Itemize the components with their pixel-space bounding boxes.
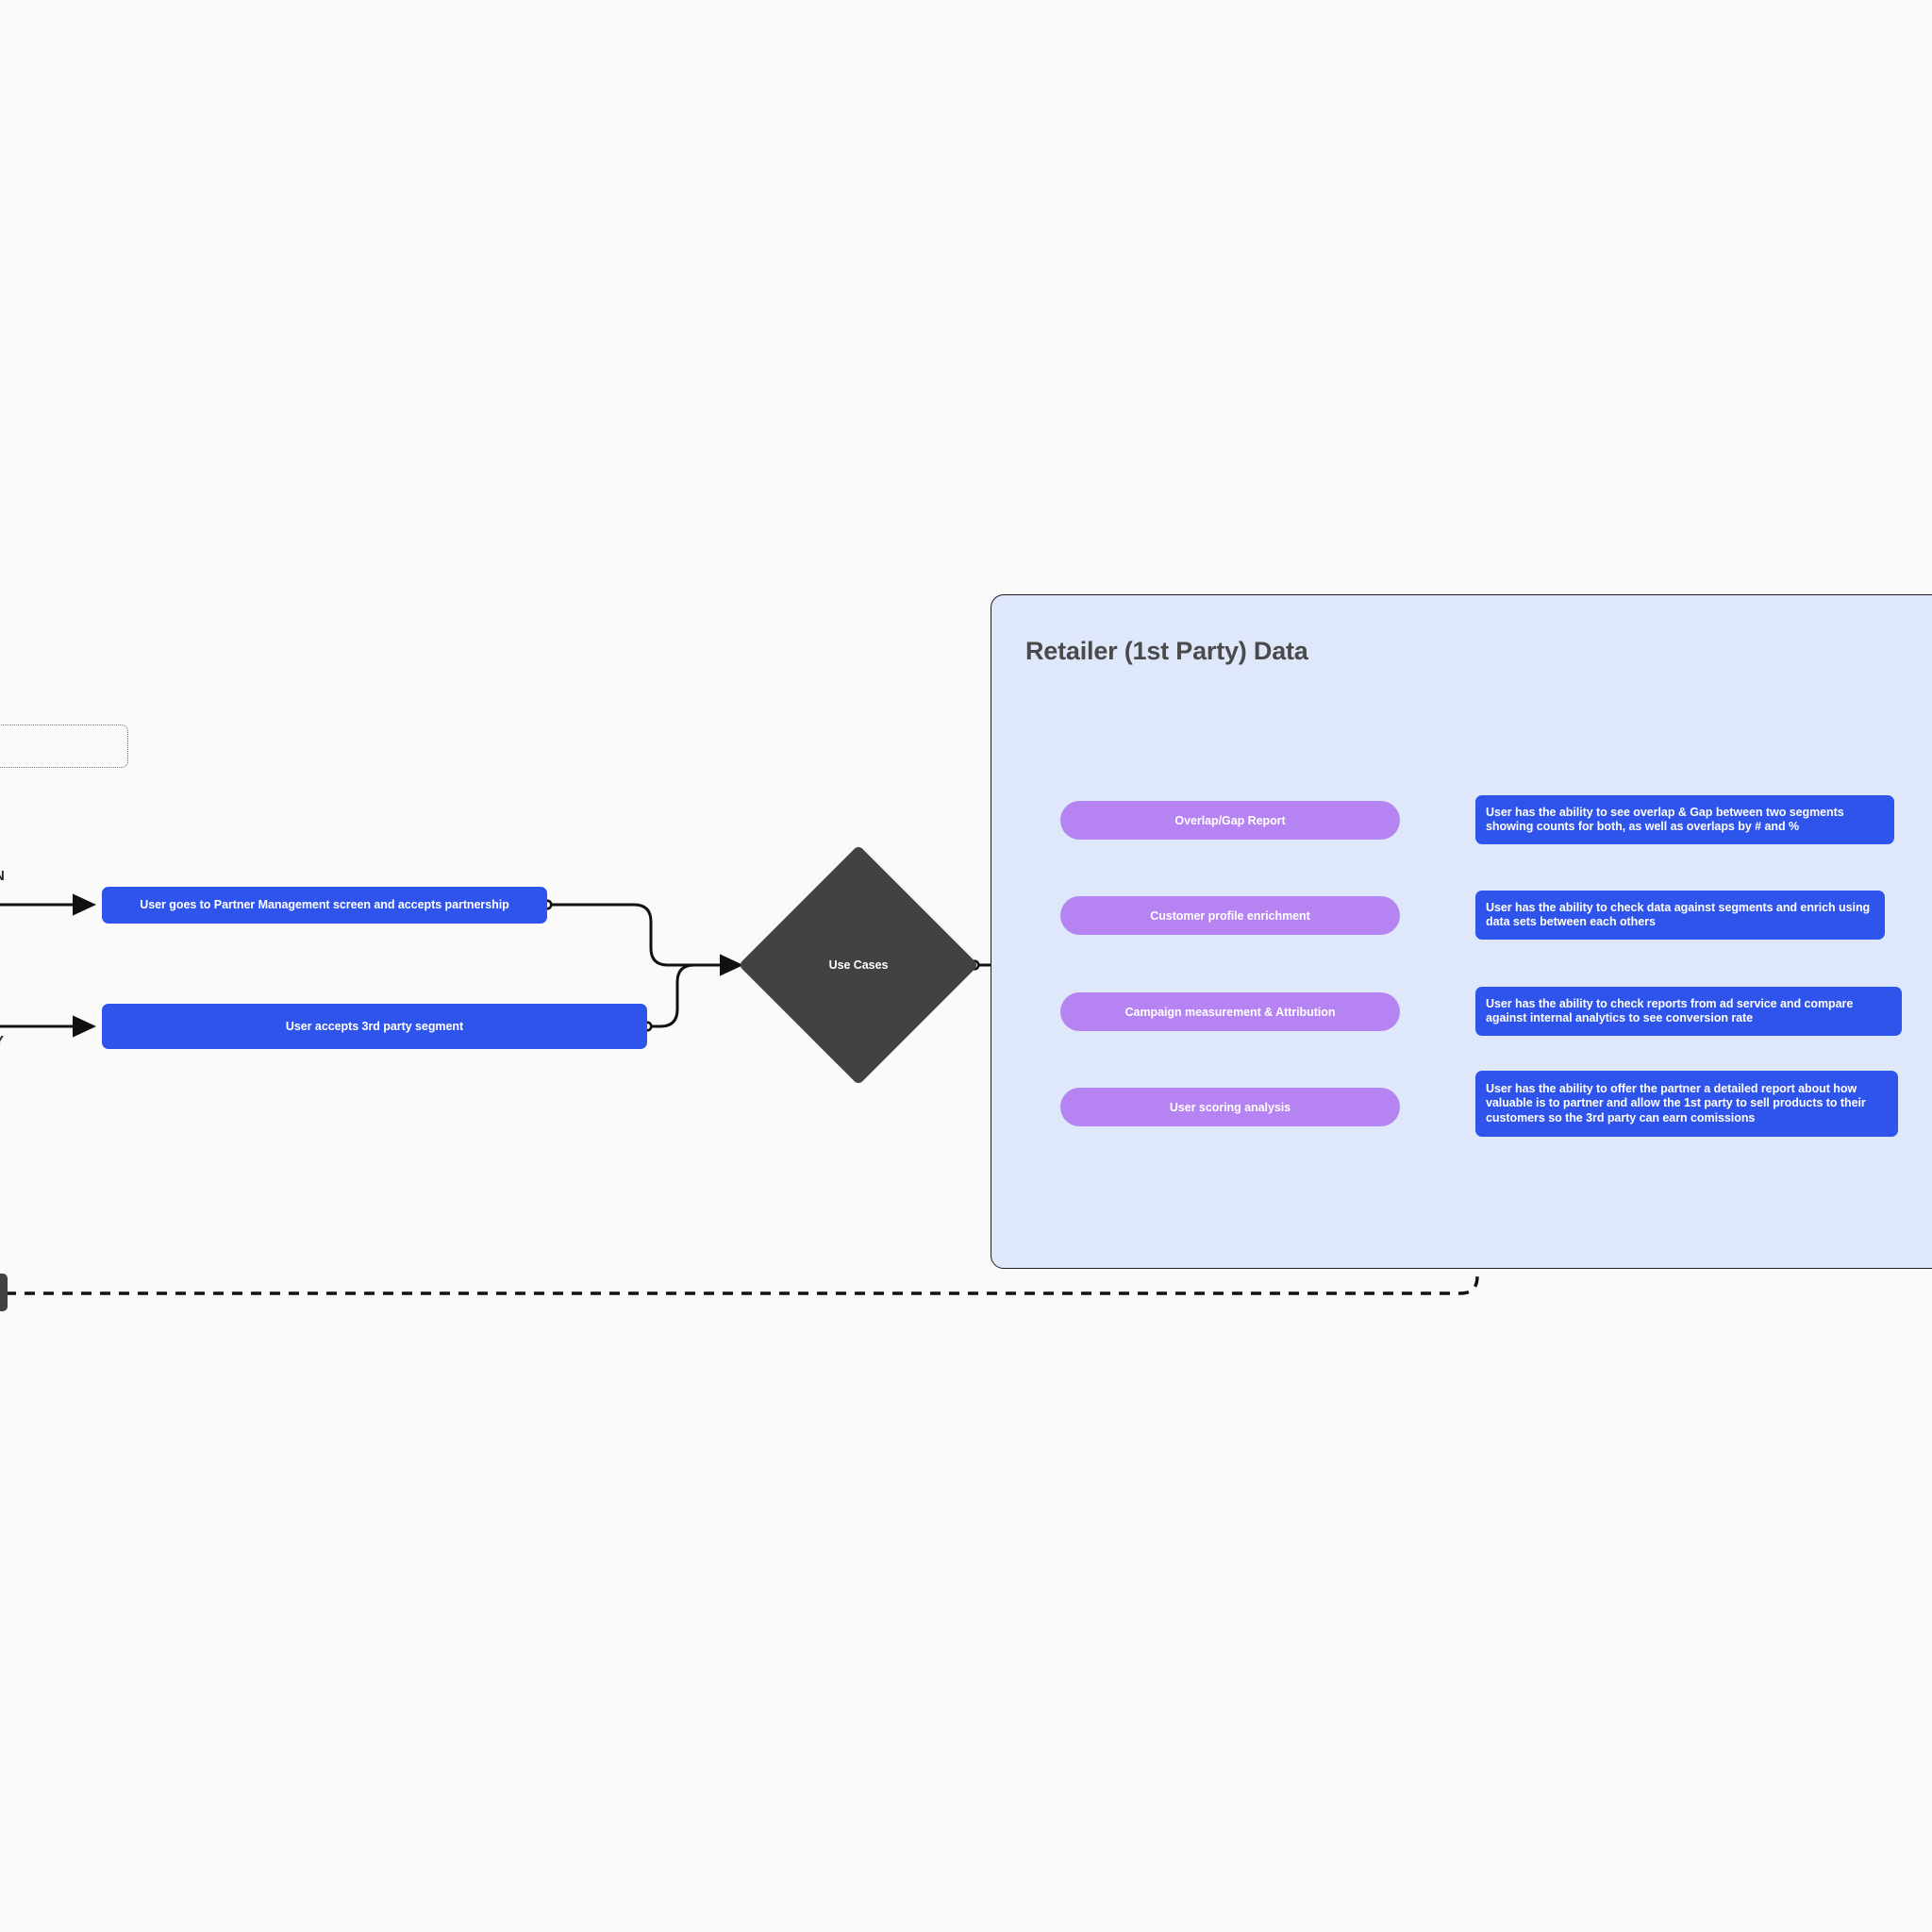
branch-label-no: N	[0, 868, 5, 884]
node-desc-user-scoring-analysis[interactable]: User has the ability to offer the partne…	[1475, 1071, 1898, 1137]
node-decision-label: Use Cases	[828, 958, 889, 972]
node-use-case-overlap-gap-report-label: Overlap/Gap Report	[1174, 813, 1286, 827]
node-desc-campaign-measurement-attribution-text: User has the ability to check reports fr…	[1486, 996, 1854, 1024]
group-title: Retailer (1st Party) Data	[1025, 637, 1308, 665]
node-desc-overlap-gap-report-text: User has the ability to see overlap & Ga…	[1486, 805, 1844, 833]
node-use-case-campaign-measurement-attribution[interactable]: Campaign measurement & Attribution	[1060, 992, 1400, 1031]
node-step-accept-segment[interactable]: User accepts 3rd party segment	[102, 1004, 647, 1049]
node-decision-use-cases[interactable]: Use Cases	[741, 847, 976, 1083]
node-use-case-customer-profile-enrichment[interactable]: Customer profile enrichment	[1060, 896, 1400, 935]
node-use-case-overlap-gap-report[interactable]: Overlap/Gap Report	[1060, 801, 1400, 840]
node-use-case-user-scoring-analysis[interactable]: User scoring analysis	[1060, 1088, 1400, 1126]
edge-step-2-to-decision	[649, 963, 741, 1028]
node-use-case-campaign-measurement-attribution-label: Campaign measurement & Attribution	[1124, 1005, 1336, 1019]
node-desc-overlap-gap-report[interactable]: User has the ability to see overlap & Ga…	[1475, 795, 1894, 844]
node-partial-dashed-partnership[interactable]: partnership	[0, 724, 128, 768]
branch-label-yes: Y	[0, 1033, 4, 1049]
node-use-case-customer-profile-enrichment-label: Customer profile enrichment	[1150, 908, 1310, 923]
node-step-accept-segment-label: User accepts 3rd party segment	[285, 1019, 464, 1033]
node-step-partner-management-label: User goes to Partner Management screen a…	[140, 898, 509, 912]
edge-step-1-to-decision	[550, 903, 743, 976]
node-desc-customer-profile-enrichment-text: User has the ability to check data again…	[1486, 900, 1871, 928]
node-use-case-user-scoring-analysis-label: User scoring analysis	[1169, 1100, 1291, 1114]
node-partial-dark-stub[interactable]	[0, 1274, 8, 1311]
node-desc-user-scoring-analysis-text: User has the ability to offer the partne…	[1486, 1082, 1866, 1124]
node-desc-campaign-measurement-attribution[interactable]: User has the ability to check reports fr…	[1475, 987, 1902, 1036]
diamond-icon	[741, 847, 976, 1083]
node-step-partner-management[interactable]: User goes to Partner Management screen a…	[102, 887, 547, 924]
node-desc-customer-profile-enrichment[interactable]: User has the ability to check data again…	[1475, 891, 1885, 940]
edge-dashed-bottom-return	[6, 1269, 1479, 1295]
